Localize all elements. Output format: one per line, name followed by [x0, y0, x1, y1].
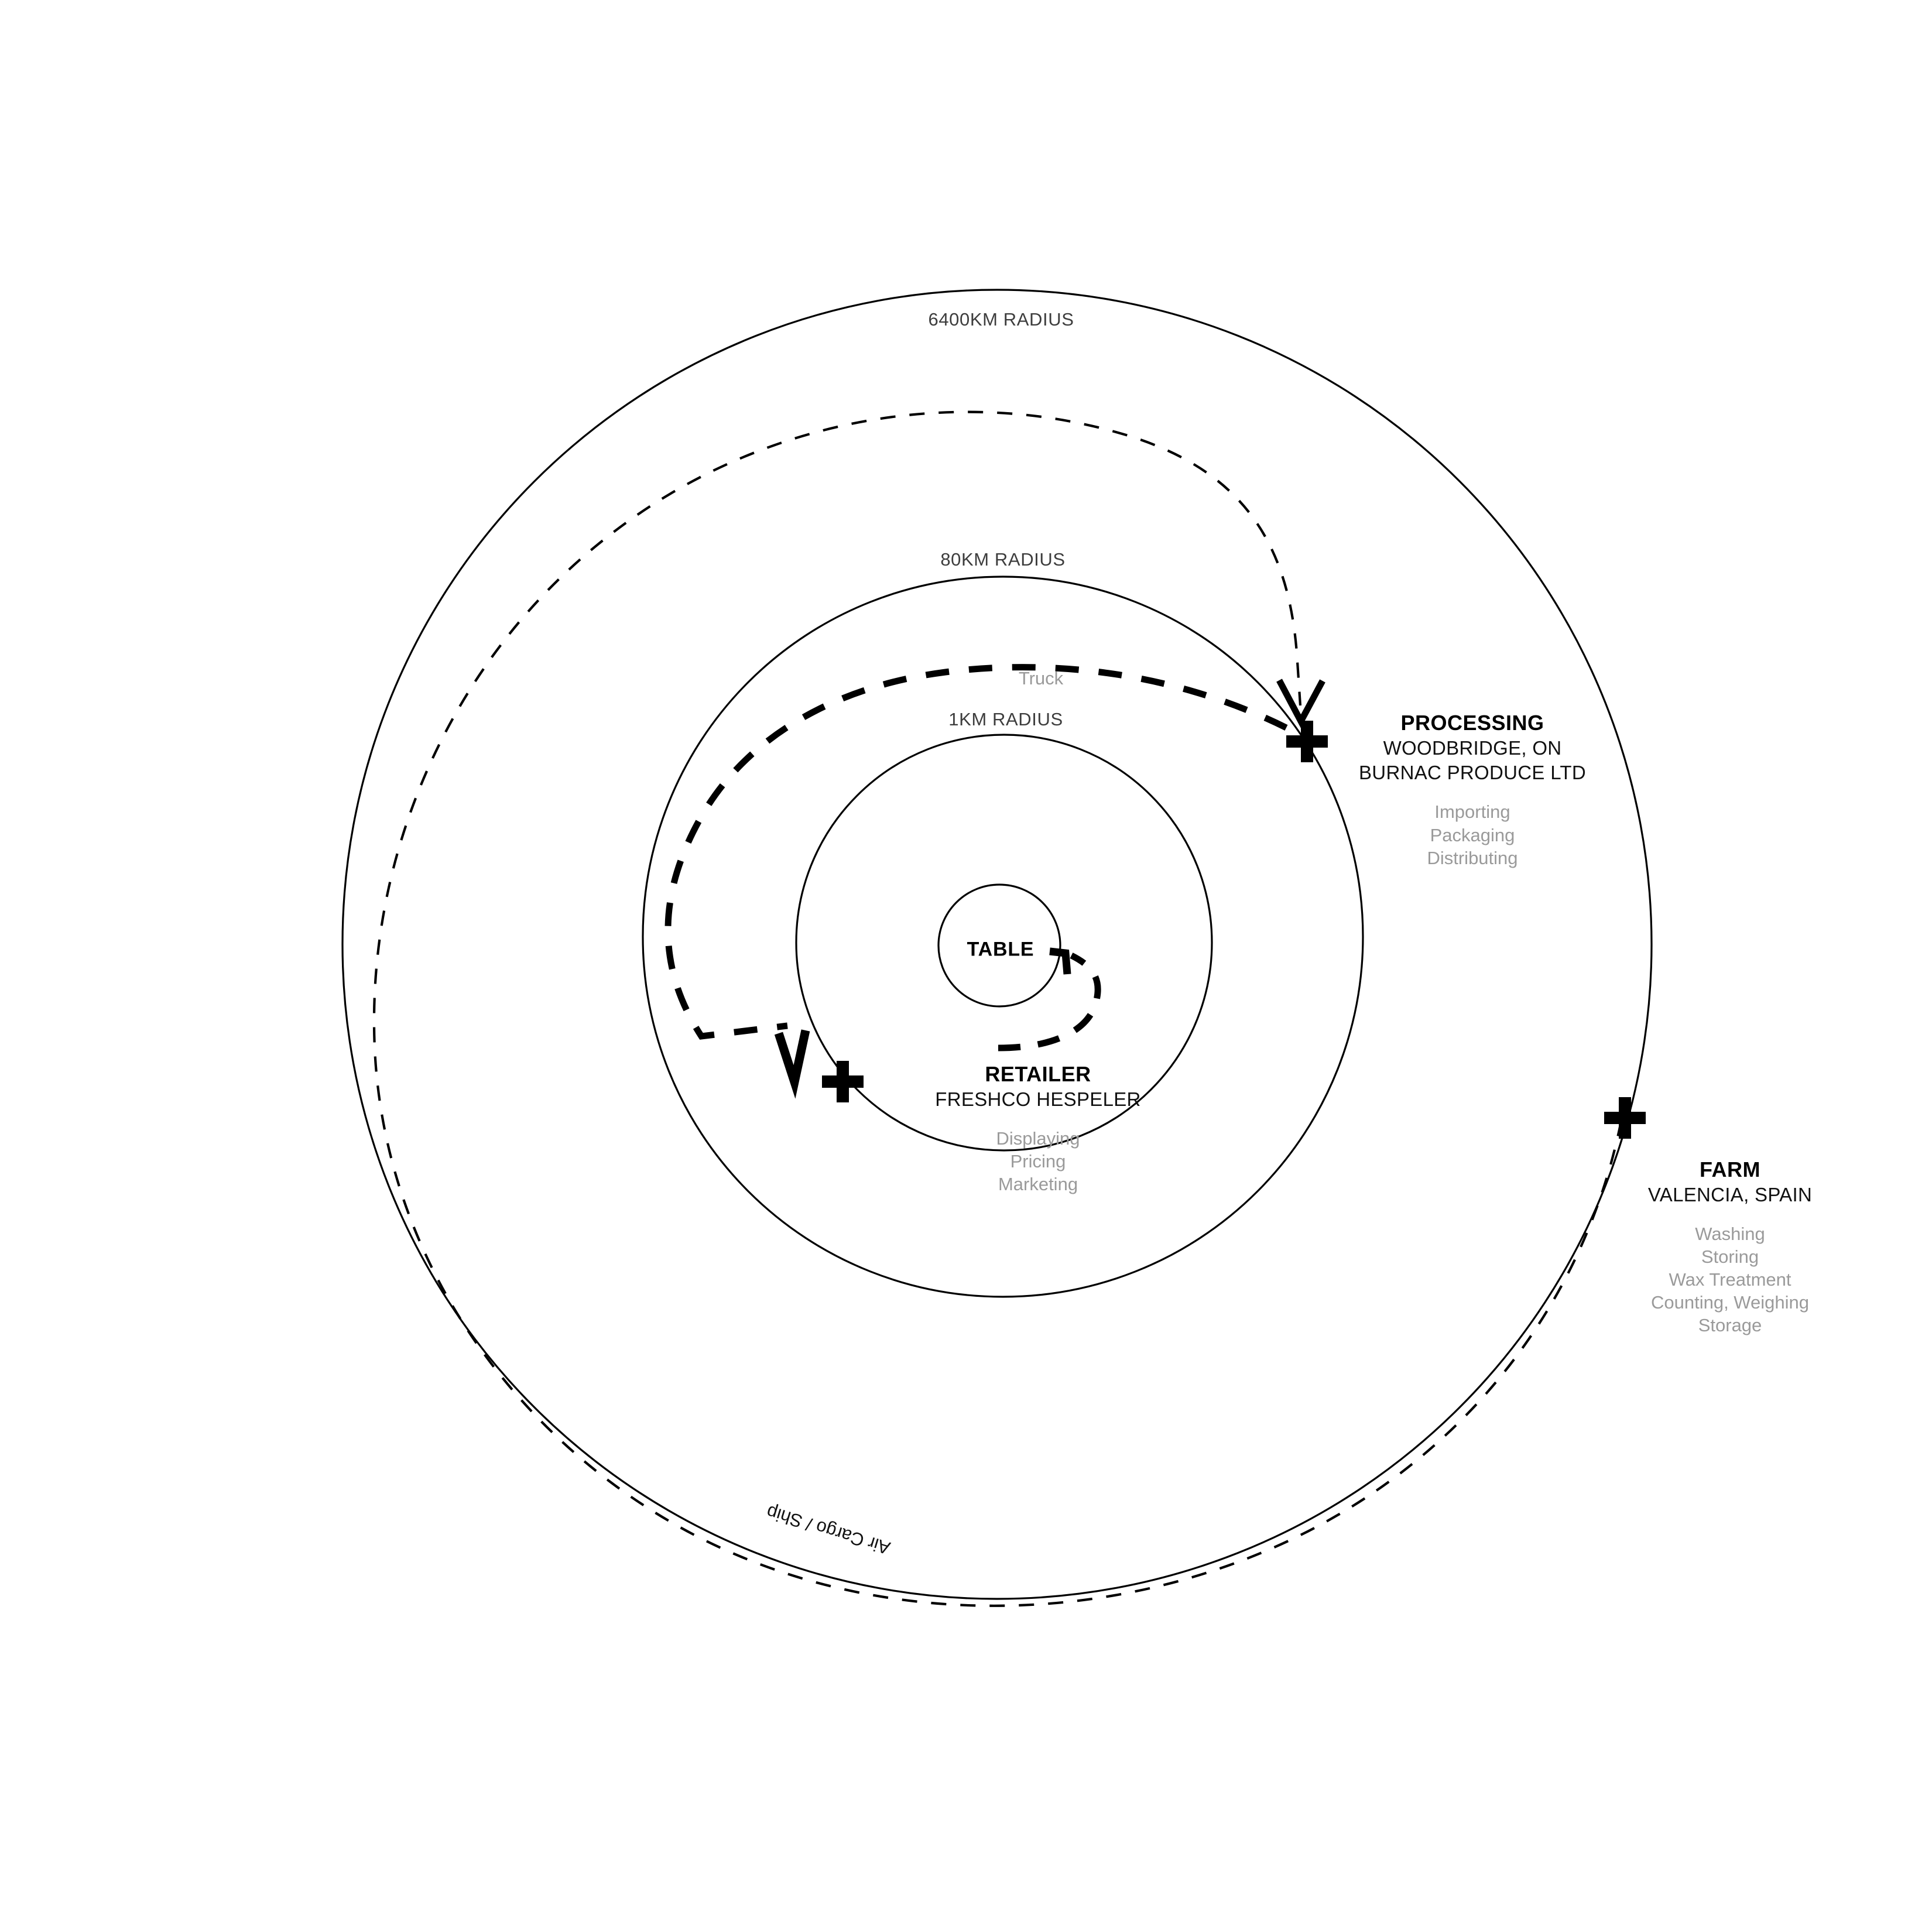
truck-route	[664, 664, 1288, 1040]
node-retailer-task: Marketing	[998, 1174, 1078, 1195]
ring-1km-circle	[795, 734, 1213, 1152]
node-farm-tasks: Washing Storing Wax Treatment Counting, …	[1648, 1222, 1812, 1337]
node-processing-location: WOODBRIDGE, ON	[1383, 737, 1562, 759]
node-retailer: RETAILER FRESHCO HESPELER Displaying Pri…	[935, 1061, 1140, 1195]
node-farm: FARM VALENCIA, SPAIN Washing Storing Wax…	[1648, 1156, 1812, 1337]
node-processing: PROCESSING WOODBRIDGE, ON BURNAC PRODUCE…	[1359, 710, 1586, 869]
ring-label-6400km: 6400KM RADIUS	[928, 309, 1074, 330]
node-retailer-location: FRESHCO HESPELER	[935, 1088, 1141, 1110]
node-processing-title: PROCESSING	[1400, 711, 1544, 735]
center-label-table: TABLE	[967, 938, 1034, 961]
node-processing-task: Packaging	[1430, 824, 1515, 845]
ring-6400km-circle	[341, 289, 1653, 1600]
node-retailer-title: RETAILER	[985, 1062, 1091, 1086]
ring-table-circle	[937, 883, 1061, 1008]
node-farm-task: Wax Treatment	[1669, 1269, 1791, 1290]
marker-processing-cross	[1286, 721, 1328, 762]
node-farm-task: Washing	[1695, 1224, 1765, 1245]
node-farm-task: Storage	[1698, 1315, 1762, 1336]
node-farm-title: FARM	[1699, 1157, 1760, 1181]
ring-80km-circle	[642, 576, 1364, 1298]
transport-label-truck: Truck	[1018, 668, 1064, 688]
node-retailer-task: Displaying	[996, 1128, 1080, 1149]
truck-arrowhead	[774, 1029, 810, 1099]
node-farm-location: VALENCIA, SPAIN	[1647, 1184, 1813, 1205]
ring-label-1km: 1KM RADIUS	[948, 709, 1063, 729]
node-farm-task: Counting, Weighing	[1650, 1292, 1809, 1313]
air-cargo-ship-route	[372, 410, 1623, 1607]
retailer-to-table-route	[998, 953, 1101, 1051]
marker-retailer-cross	[822, 1061, 864, 1102]
node-processing-organization: BURNAC PRODUCE LTD	[1359, 762, 1586, 784]
node-processing-task: Importing	[1434, 801, 1510, 823]
marker-farm-cross	[1604, 1097, 1646, 1139]
node-processing-tasks: Importing Packaging Distributing	[1359, 800, 1586, 869]
node-farm-task: Storing	[1701, 1246, 1759, 1268]
retailer-to-table-arrowhead	[1049, 947, 1071, 975]
ring-label-80km: 80KM RADIUS	[940, 549, 1066, 570]
node-retailer-task: Pricing	[1010, 1151, 1066, 1172]
node-retailer-tasks: Displaying Pricing Marketing	[935, 1127, 1140, 1195]
node-processing-task: Distributing	[1427, 847, 1518, 868]
